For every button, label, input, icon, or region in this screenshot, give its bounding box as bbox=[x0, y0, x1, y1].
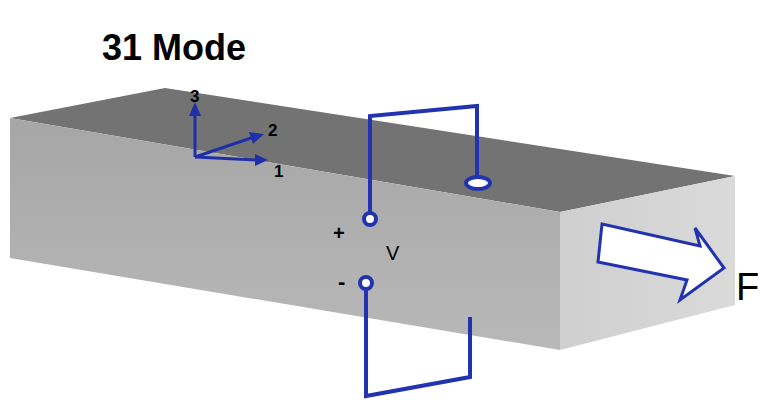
voltage-label: V bbox=[386, 243, 399, 263]
polarity-sign: - bbox=[338, 271, 345, 293]
diagram-title: 31 Mode bbox=[102, 30, 246, 66]
bar-end-face bbox=[560, 176, 735, 350]
force-label: F bbox=[736, 268, 759, 306]
polarity-sign: + bbox=[333, 223, 345, 243]
axis-label: 2 bbox=[268, 122, 277, 139]
force-arrow bbox=[598, 224, 724, 300]
axis-label: 1 bbox=[274, 163, 283, 180]
axis-label: 3 bbox=[190, 88, 199, 105]
axis-triad bbox=[189, 102, 268, 166]
electrode-wires bbox=[360, 106, 490, 396]
